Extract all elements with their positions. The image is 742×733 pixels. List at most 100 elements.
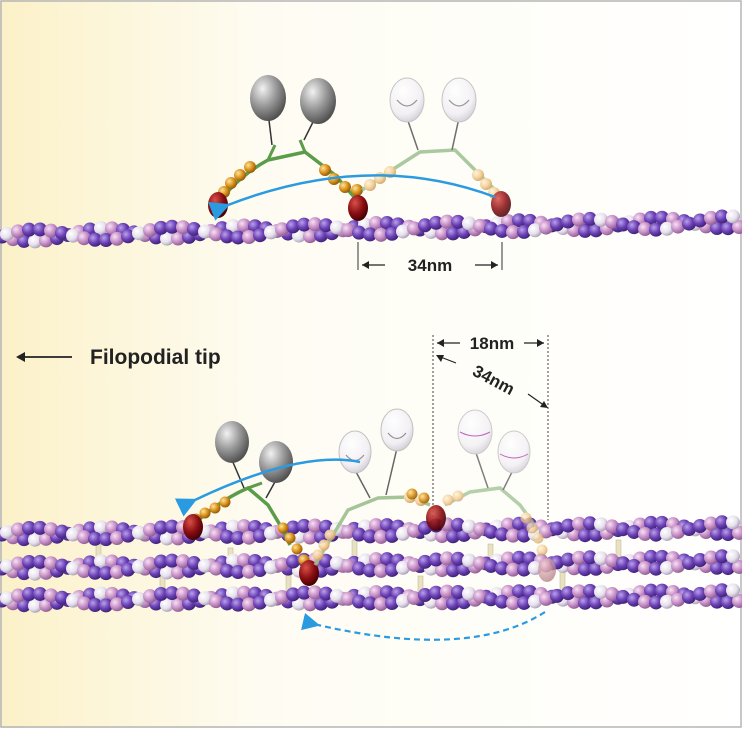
actin-bead bbox=[121, 595, 135, 610]
actin-bead bbox=[550, 521, 564, 536]
actin-bead bbox=[187, 588, 201, 603]
actin-bead bbox=[231, 230, 245, 245]
actin-bead bbox=[77, 530, 91, 545]
actin-bead bbox=[385, 562, 399, 577]
actin-bead bbox=[484, 558, 498, 573]
actin-bead bbox=[226, 519, 240, 534]
actin-bead bbox=[110, 530, 124, 545]
actin-bead bbox=[143, 223, 157, 238]
actin-bead bbox=[226, 219, 240, 234]
actin-bead bbox=[33, 586, 47, 601]
actin-bead bbox=[363, 563, 377, 578]
actin-bead bbox=[176, 220, 190, 235]
left-arrow-icon bbox=[16, 352, 25, 362]
actin-bead bbox=[715, 209, 729, 224]
actin-bead bbox=[671, 524, 685, 539]
actin-bead bbox=[319, 586, 333, 601]
actin-bead bbox=[726, 515, 740, 530]
actin-bead bbox=[506, 528, 520, 543]
offset-18nm-label: 18nm bbox=[470, 334, 514, 353]
actin-bead bbox=[704, 550, 718, 565]
actin-bead bbox=[517, 224, 531, 239]
actin-bead bbox=[435, 226, 449, 241]
actin-bead bbox=[132, 592, 146, 607]
actin-bead bbox=[237, 519, 251, 534]
actin-bead bbox=[253, 528, 267, 543]
actin-bead bbox=[583, 550, 597, 565]
actin-bead bbox=[649, 527, 663, 542]
actin-bead bbox=[605, 519, 619, 534]
actin-bead bbox=[616, 217, 630, 232]
actin-bead bbox=[363, 529, 377, 544]
actin-bead bbox=[28, 532, 42, 547]
actin-bead bbox=[616, 589, 630, 604]
actin-bead bbox=[237, 553, 251, 568]
actin-bead bbox=[721, 527, 735, 542]
actin-bead bbox=[110, 597, 124, 612]
actin-bead bbox=[154, 220, 168, 235]
actin-bead bbox=[726, 549, 740, 564]
actin-bead bbox=[286, 520, 300, 535]
actin-bead bbox=[297, 518, 311, 533]
actin-bead bbox=[605, 587, 619, 602]
actin-bead bbox=[550, 217, 564, 232]
actin-bead bbox=[363, 596, 377, 611]
actin-bead bbox=[154, 520, 168, 535]
actin-bead bbox=[578, 595, 592, 610]
actin-bead bbox=[77, 596, 91, 611]
actin-bead bbox=[655, 210, 669, 225]
actin-bead bbox=[44, 522, 58, 537]
actin-bead bbox=[616, 522, 630, 537]
top-34nm-dimension: 34nm bbox=[357, 242, 503, 275]
actin-bead bbox=[682, 589, 696, 604]
actin-bead bbox=[99, 566, 113, 581]
actin-bead bbox=[528, 223, 542, 238]
actin-bead bbox=[303, 229, 317, 244]
actin-bead bbox=[66, 593, 80, 608]
actin-bead bbox=[512, 213, 526, 228]
actin-bead bbox=[154, 554, 168, 569]
actin-bead bbox=[396, 560, 410, 575]
actin-bead bbox=[121, 229, 135, 244]
actin-bead bbox=[308, 585, 322, 600]
actin-bead bbox=[220, 529, 234, 544]
actin-bead bbox=[649, 561, 663, 576]
actin-bead bbox=[418, 588, 432, 603]
actin-bead bbox=[644, 515, 658, 530]
actin-bead bbox=[638, 222, 652, 237]
actin-bead bbox=[644, 583, 658, 598]
actin-bead bbox=[660, 526, 674, 541]
actin-bead bbox=[561, 552, 575, 567]
actin-bead bbox=[374, 596, 388, 611]
actin-bead bbox=[671, 219, 685, 234]
actin-bead bbox=[473, 589, 487, 604]
actin-bead bbox=[732, 559, 742, 574]
actin-bead bbox=[88, 232, 102, 247]
actin-bead bbox=[88, 531, 102, 546]
actin-bead bbox=[726, 209, 740, 224]
filopodial-tip-label: Filopodial tip bbox=[90, 346, 221, 369]
actin-bead bbox=[187, 556, 201, 571]
actin-bead bbox=[363, 227, 377, 242]
actin-bead bbox=[94, 520, 108, 535]
actin-bead bbox=[132, 226, 146, 241]
actin-bead bbox=[385, 226, 399, 241]
actin-bead bbox=[297, 585, 311, 600]
actin-bead bbox=[22, 554, 36, 569]
actin-bead bbox=[94, 554, 108, 569]
actin-bead bbox=[286, 587, 300, 602]
actin-bead bbox=[644, 549, 658, 564]
actin-bead bbox=[578, 528, 592, 543]
actin-bead bbox=[671, 558, 685, 573]
actin-bead bbox=[655, 515, 669, 530]
actin-bead bbox=[446, 596, 460, 611]
actin-bead bbox=[226, 586, 240, 601]
actin-bead bbox=[66, 228, 80, 243]
actin-bead bbox=[105, 520, 119, 535]
actin-bead bbox=[330, 588, 344, 603]
actin-bead bbox=[143, 522, 157, 537]
actin-bead bbox=[589, 595, 603, 610]
actin-bead bbox=[237, 585, 251, 600]
actin-bead bbox=[55, 558, 69, 573]
actin-bead bbox=[303, 597, 317, 612]
